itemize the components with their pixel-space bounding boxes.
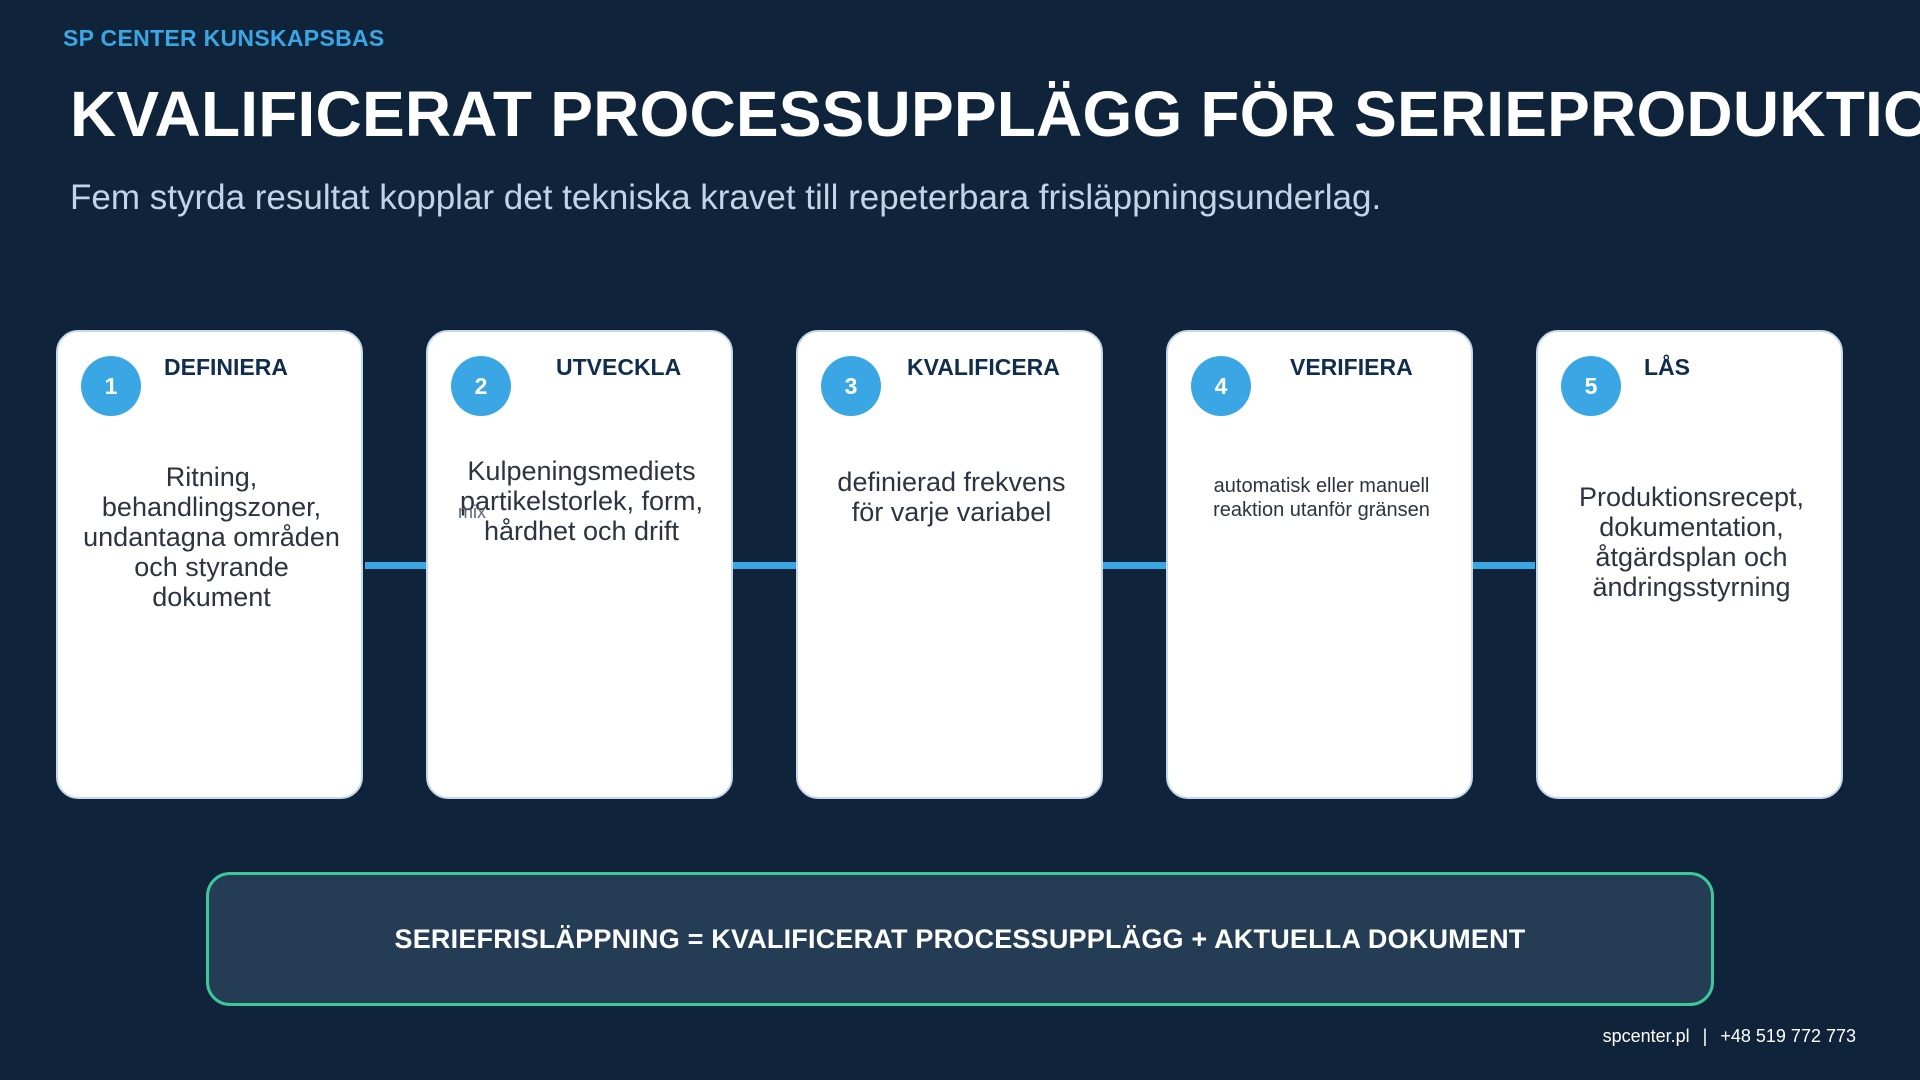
step-number-badge: 2 <box>451 356 511 416</box>
step-description: automatisk eller manuell reaktion utanfö… <box>1213 475 1430 521</box>
footer-separator: | <box>1702 1026 1708 1046</box>
footer-website: spcenter.pl <box>1602 1026 1690 1046</box>
step-card-develop: 2 UTVECKLA Kulpeningsmediets partikelsto… <box>426 330 733 799</box>
step-description: Ritning, behandlingszoner, undantagna om… <box>83 462 340 612</box>
step-title: VERIFIERA <box>1290 354 1413 380</box>
step-description: Kulpeningsmediets partikelstorlek, form,… <box>459 456 704 546</box>
step-card-lock: 5 LÅS Produktionsrecept, dokumentation, … <box>1536 330 1843 799</box>
step-tag: mix <box>458 502 486 522</box>
page-subtitle: Fem styrda resultat kopplar det tekniska… <box>70 178 1382 217</box>
footer-phone: +48 519 772 773 <box>1720 1026 1856 1046</box>
step-number-badge: 5 <box>1561 356 1621 416</box>
summary-text: SERIEFRISLÄPPNING = KVALIFICERAT PROCESS… <box>394 923 1526 954</box>
step-title: DEFINIERA <box>164 354 288 380</box>
step-description: definierad frekvens för varje variabel <box>837 467 1066 527</box>
step-title: LÅS <box>1644 354 1690 380</box>
step-card-qualify: 3 KVALIFICERA definierad frekvens för va… <box>796 330 1103 799</box>
summary-banner: SERIEFRISLÄPPNING = KVALIFICERAT PROCESS… <box>206 872 1714 1006</box>
step-card-verify: 4 VERIFIERA automatisk eller manuell rea… <box>1166 330 1473 799</box>
step-title: KVALIFICERA <box>907 354 1060 380</box>
footer-contact: spcenter.pl | +48 519 772 773 <box>1603 1025 1856 1047</box>
page-title: KVALIFICERAT PROCESSUPPLÄGG FÖR SERIEPRO… <box>70 78 1920 150</box>
step-card-define: 1 DEFINIERA Ritning, behandlingszoner, u… <box>56 330 363 799</box>
brand-label: SP CENTER KUNSKAPSBAS <box>63 25 385 51</box>
step-description: Produktionsrecept, dokumentation, åtgärd… <box>1578 482 1805 602</box>
step-number-badge: 1 <box>81 356 141 416</box>
step-title: UTVECKLA <box>556 354 682 380</box>
step-number-badge: 4 <box>1191 356 1251 416</box>
step-number-badge: 3 <box>821 356 881 416</box>
